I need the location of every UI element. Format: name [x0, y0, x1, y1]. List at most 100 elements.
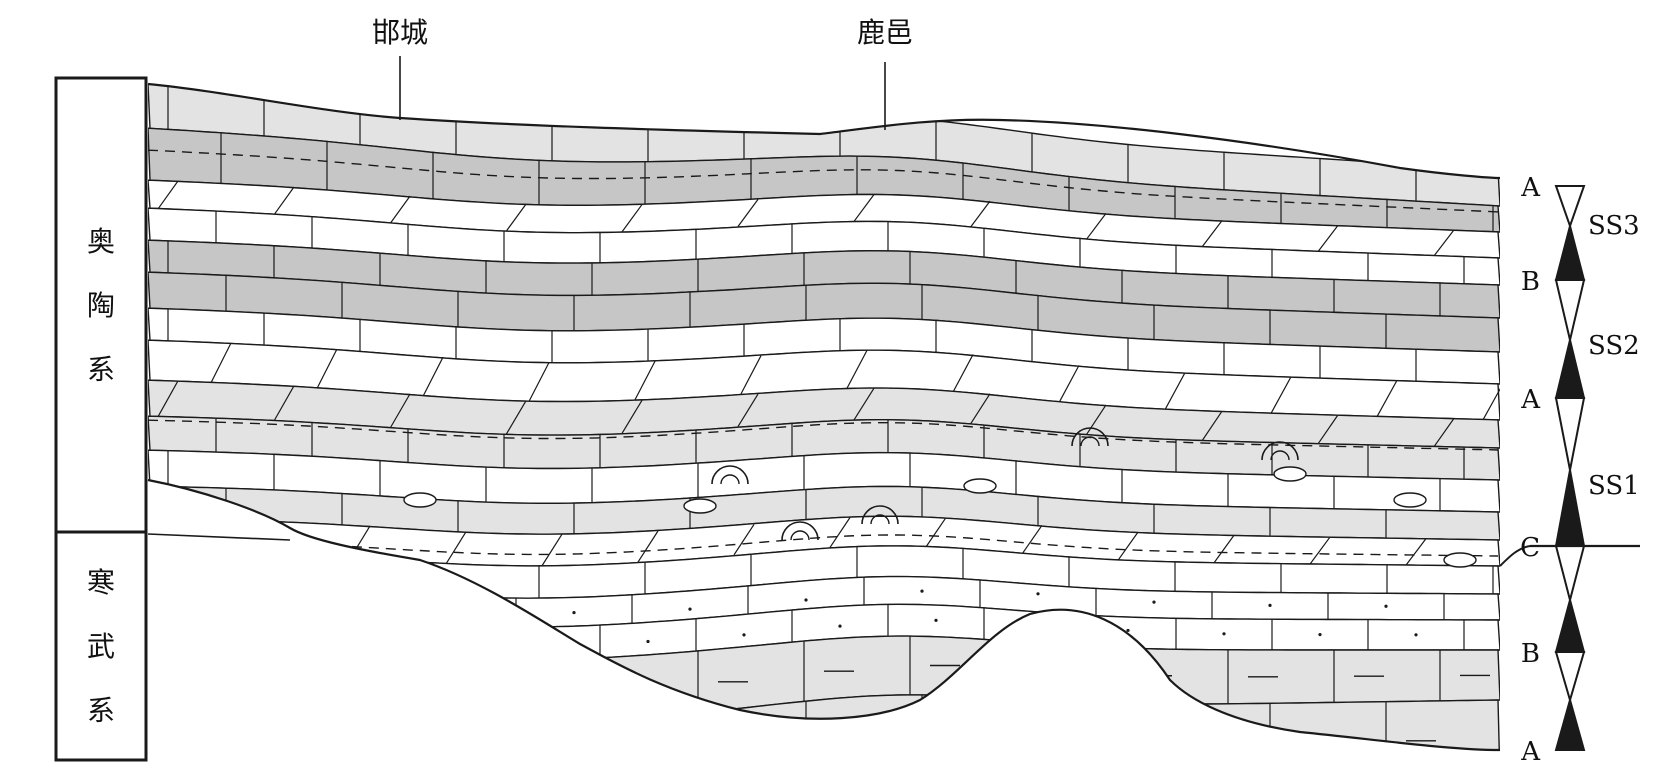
nodule-0: [403, 492, 437, 508]
stromatolite-2: [861, 505, 899, 525]
layer-12-joint: [1405, 538, 1427, 566]
nodule-1: [683, 498, 717, 514]
layer-15-dot: [1126, 628, 1130, 633]
layer-8-joint: [157, 380, 179, 417]
section-outline: [147, 82, 1501, 180]
layer-15-dot: [1222, 632, 1226, 636]
layer-2-joint: [157, 180, 179, 210]
boundary-label-b-lower: B: [1521, 639, 1540, 669]
layer-2-joint: [969, 200, 991, 229]
boundary-label-a-top: A: [1520, 173, 1541, 203]
layer-14-dot: [1500, 605, 1503, 608]
layer-14-dot: [1268, 603, 1272, 608]
strat-label-ordovician-2: 系: [87, 353, 115, 386]
strat-box-ordovician: [54, 76, 148, 534]
layer-12-joint: [733, 524, 755, 556]
stromatolite-0: [711, 465, 749, 485]
dashed-boundary-2: [148, 534, 1499, 557]
layer-7-joint: [1058, 365, 1080, 403]
layer-7-joint: [422, 356, 444, 397]
sequence-triangle-7: [1554, 596, 1586, 653]
layer-14-dot: [1036, 592, 1040, 596]
layer-14-dot: [1152, 600, 1156, 604]
sequence-label-ss1: SS1: [1588, 471, 1640, 501]
layer-15-dot: [454, 638, 458, 642]
layer-14-dot: [920, 589, 924, 593]
sequence-triangle-0: [1554, 185, 1586, 230]
layer-2-joint: [389, 195, 411, 225]
layer-8-joint: [505, 400, 527, 435]
layer-7-joint: [740, 355, 762, 395]
layer-8-joint: [853, 387, 875, 421]
layer-15-dot: [262, 632, 266, 636]
layer-7-joint: [1376, 380, 1398, 417]
strat-label-ordovician-1: 陶: [87, 289, 115, 322]
sequence-triangle-8: [1554, 651, 1586, 704]
layer-7-joint: [952, 354, 974, 393]
layer-8-joint: [1433, 417, 1455, 448]
sequence-triangle-1: [1554, 222, 1586, 281]
sequence-triangle-6: [1554, 545, 1586, 604]
sequence-label-ss3: SS3: [1588, 211, 1640, 241]
layer-12-joint: [1021, 524, 1043, 555]
stromatolite-inner-1: [790, 530, 810, 541]
layer-8-joint: [969, 393, 991, 426]
strat-label-ordovician-0: 奥: [87, 225, 115, 258]
dashed-boundary-0: [148, 149, 1499, 213]
layer-8-joint: [1085, 404, 1107, 436]
layer-2-joint: [505, 203, 527, 232]
layer-12-joint: [925, 517, 947, 548]
layer-8-joint: [621, 399, 643, 434]
boundary-label-a-bottom: A: [1520, 737, 1541, 767]
strat-label-cambrian-2: 系: [87, 694, 115, 727]
layer-15-dot: [646, 639, 650, 644]
layer-2-joint: [1433, 229, 1455, 257]
layer-7-joint: [634, 360, 656, 401]
layer-12-joint: [829, 517, 851, 548]
nodule-2: [963, 478, 997, 494]
layer-14-dot: [804, 598, 808, 602]
layer-12-joint: [1309, 536, 1331, 565]
layer-7-joint: [1164, 372, 1186, 410]
layer-14-dot: [688, 607, 692, 611]
layer-2-joint: [621, 204, 643, 233]
layer-2-joint: [1201, 220, 1223, 248]
layer-12-joint: [541, 533, 563, 567]
layer-8-joint: [273, 385, 295, 422]
layer-7-joint: [528, 362, 550, 402]
layer-15-dot: [838, 624, 842, 628]
layer-15-dot: [934, 618, 938, 622]
strat-box-cambrian: [54, 530, 148, 762]
layer-2-joint: [1317, 225, 1339, 252]
nodule-3: [1273, 466, 1307, 482]
c-boundary-tie: [1499, 545, 1531, 567]
sequence-triangle-5: [1554, 469, 1586, 547]
layer-15-dot: [1030, 622, 1034, 626]
layer-2-joint: [737, 199, 759, 227]
layer-14-dot: [456, 606, 460, 611]
layer-15-dot: [1414, 633, 1418, 637]
layer-8-joint: [389, 393, 411, 429]
ordovician-cambrian-boundary-left: [147, 533, 291, 541]
stromatolite-4: [1261, 441, 1299, 461]
boundary-label-c: C: [1520, 533, 1540, 563]
sequence-triangle-2: [1554, 279, 1586, 341]
stromatolite-inner-2: [870, 514, 890, 525]
layer-7-joint: [316, 348, 338, 389]
layer-15-dot: [550, 641, 554, 646]
layer-7-joint: [1482, 383, 1500, 421]
rock-layer-17: [148, 694, 1500, 750]
stromatolite-inner-3: [1080, 436, 1100, 447]
sequence-triangle-9: [1554, 696, 1586, 751]
layer-8-joint: [1201, 410, 1223, 442]
boundary-label-a-mid: A: [1520, 385, 1541, 415]
layer-7-joint: [846, 350, 868, 389]
layer-15-dot: [1510, 633, 1513, 636]
cambrian-base-outline: [147, 478, 1501, 752]
layer-12-joint: [1117, 531, 1139, 561]
nodule-4: [1393, 492, 1427, 508]
dashed-boundary-1: [148, 419, 1499, 451]
stromatolite-1: [781, 521, 819, 541]
location-label-handan: 邯城: [372, 16, 428, 49]
strat-label-cambrian-0: 寒: [87, 566, 115, 599]
